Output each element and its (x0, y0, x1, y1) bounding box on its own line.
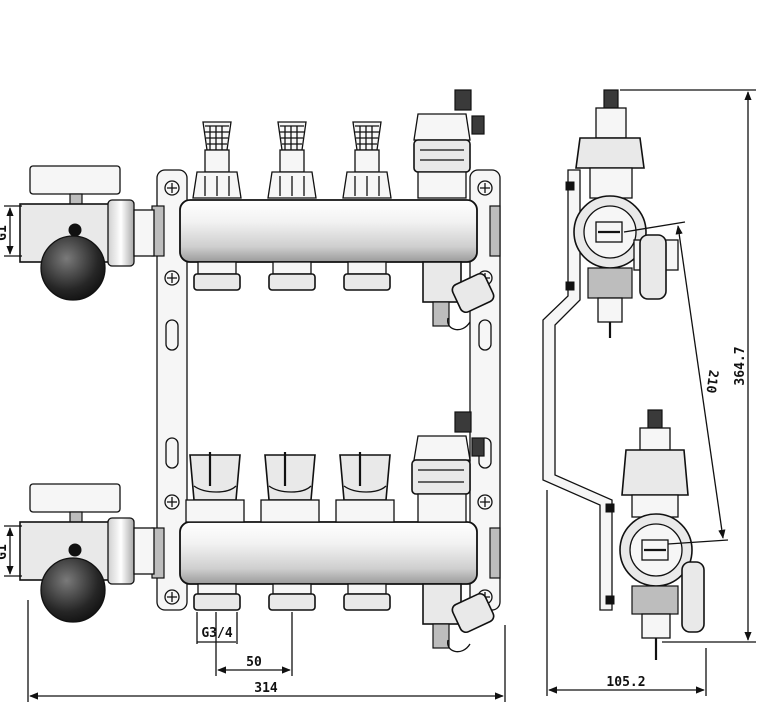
lower-outlet-3 (343, 583, 391, 611)
outlet-thread-label: G3/4 (201, 626, 232, 641)
side-lower-header (619, 409, 705, 660)
air-vent-upper (413, 89, 485, 199)
dim-outlet-thread: G3/4 (196, 612, 238, 644)
dim-inlet-thread-upper: G1 (0, 205, 22, 257)
ball-valve-upper (19, 165, 155, 301)
flow-meter-3 (342, 121, 392, 199)
inlet-thread-lower-label: G1 (0, 544, 10, 560)
dim-overall-width: 314 (27, 600, 506, 702)
side-depth-label: 105.2 (606, 675, 645, 690)
lower-outlet-2 (268, 583, 316, 611)
side-view: 105.2 210 364.7 (542, 89, 756, 696)
overall-height-label: 364.7 (733, 346, 748, 385)
drain-valve-upper (422, 261, 495, 331)
flow-meter-2 (267, 121, 317, 199)
valve-cap-3 (335, 452, 395, 523)
valve-cap-2 (260, 452, 320, 523)
dim-overall-height: 364.7 (620, 89, 756, 643)
inlet-thread-upper-label: G1 (0, 225, 10, 241)
valve-cap-1 (185, 452, 245, 523)
upper-outlet-1 (193, 261, 241, 291)
side-upper-header (573, 89, 679, 338)
dim-outlet-spacing: 50 (215, 612, 293, 676)
overall-width-label: 314 (254, 681, 278, 696)
flow-meter-1 (192, 121, 242, 199)
ball-valve-lower (19, 483, 155, 623)
mounting-bracket-left (156, 169, 188, 611)
dim-inlet-thread-lower: G1 (0, 525, 22, 577)
lower-manifold-header (151, 521, 501, 585)
dim-header-spacing: 210 (623, 221, 729, 545)
upper-outlet-2 (268, 261, 316, 291)
upper-manifold-header (151, 199, 501, 263)
outlet-spacing-label: 50 (246, 655, 262, 670)
dim-side-depth: 105.2 (546, 490, 707, 696)
lower-outlet-1 (193, 583, 241, 611)
drain-valve-lower (422, 583, 495, 653)
upper-outlet-3 (343, 261, 391, 291)
air-vent-lower (411, 411, 485, 523)
header-spacing-label: 210 (702, 369, 720, 395)
